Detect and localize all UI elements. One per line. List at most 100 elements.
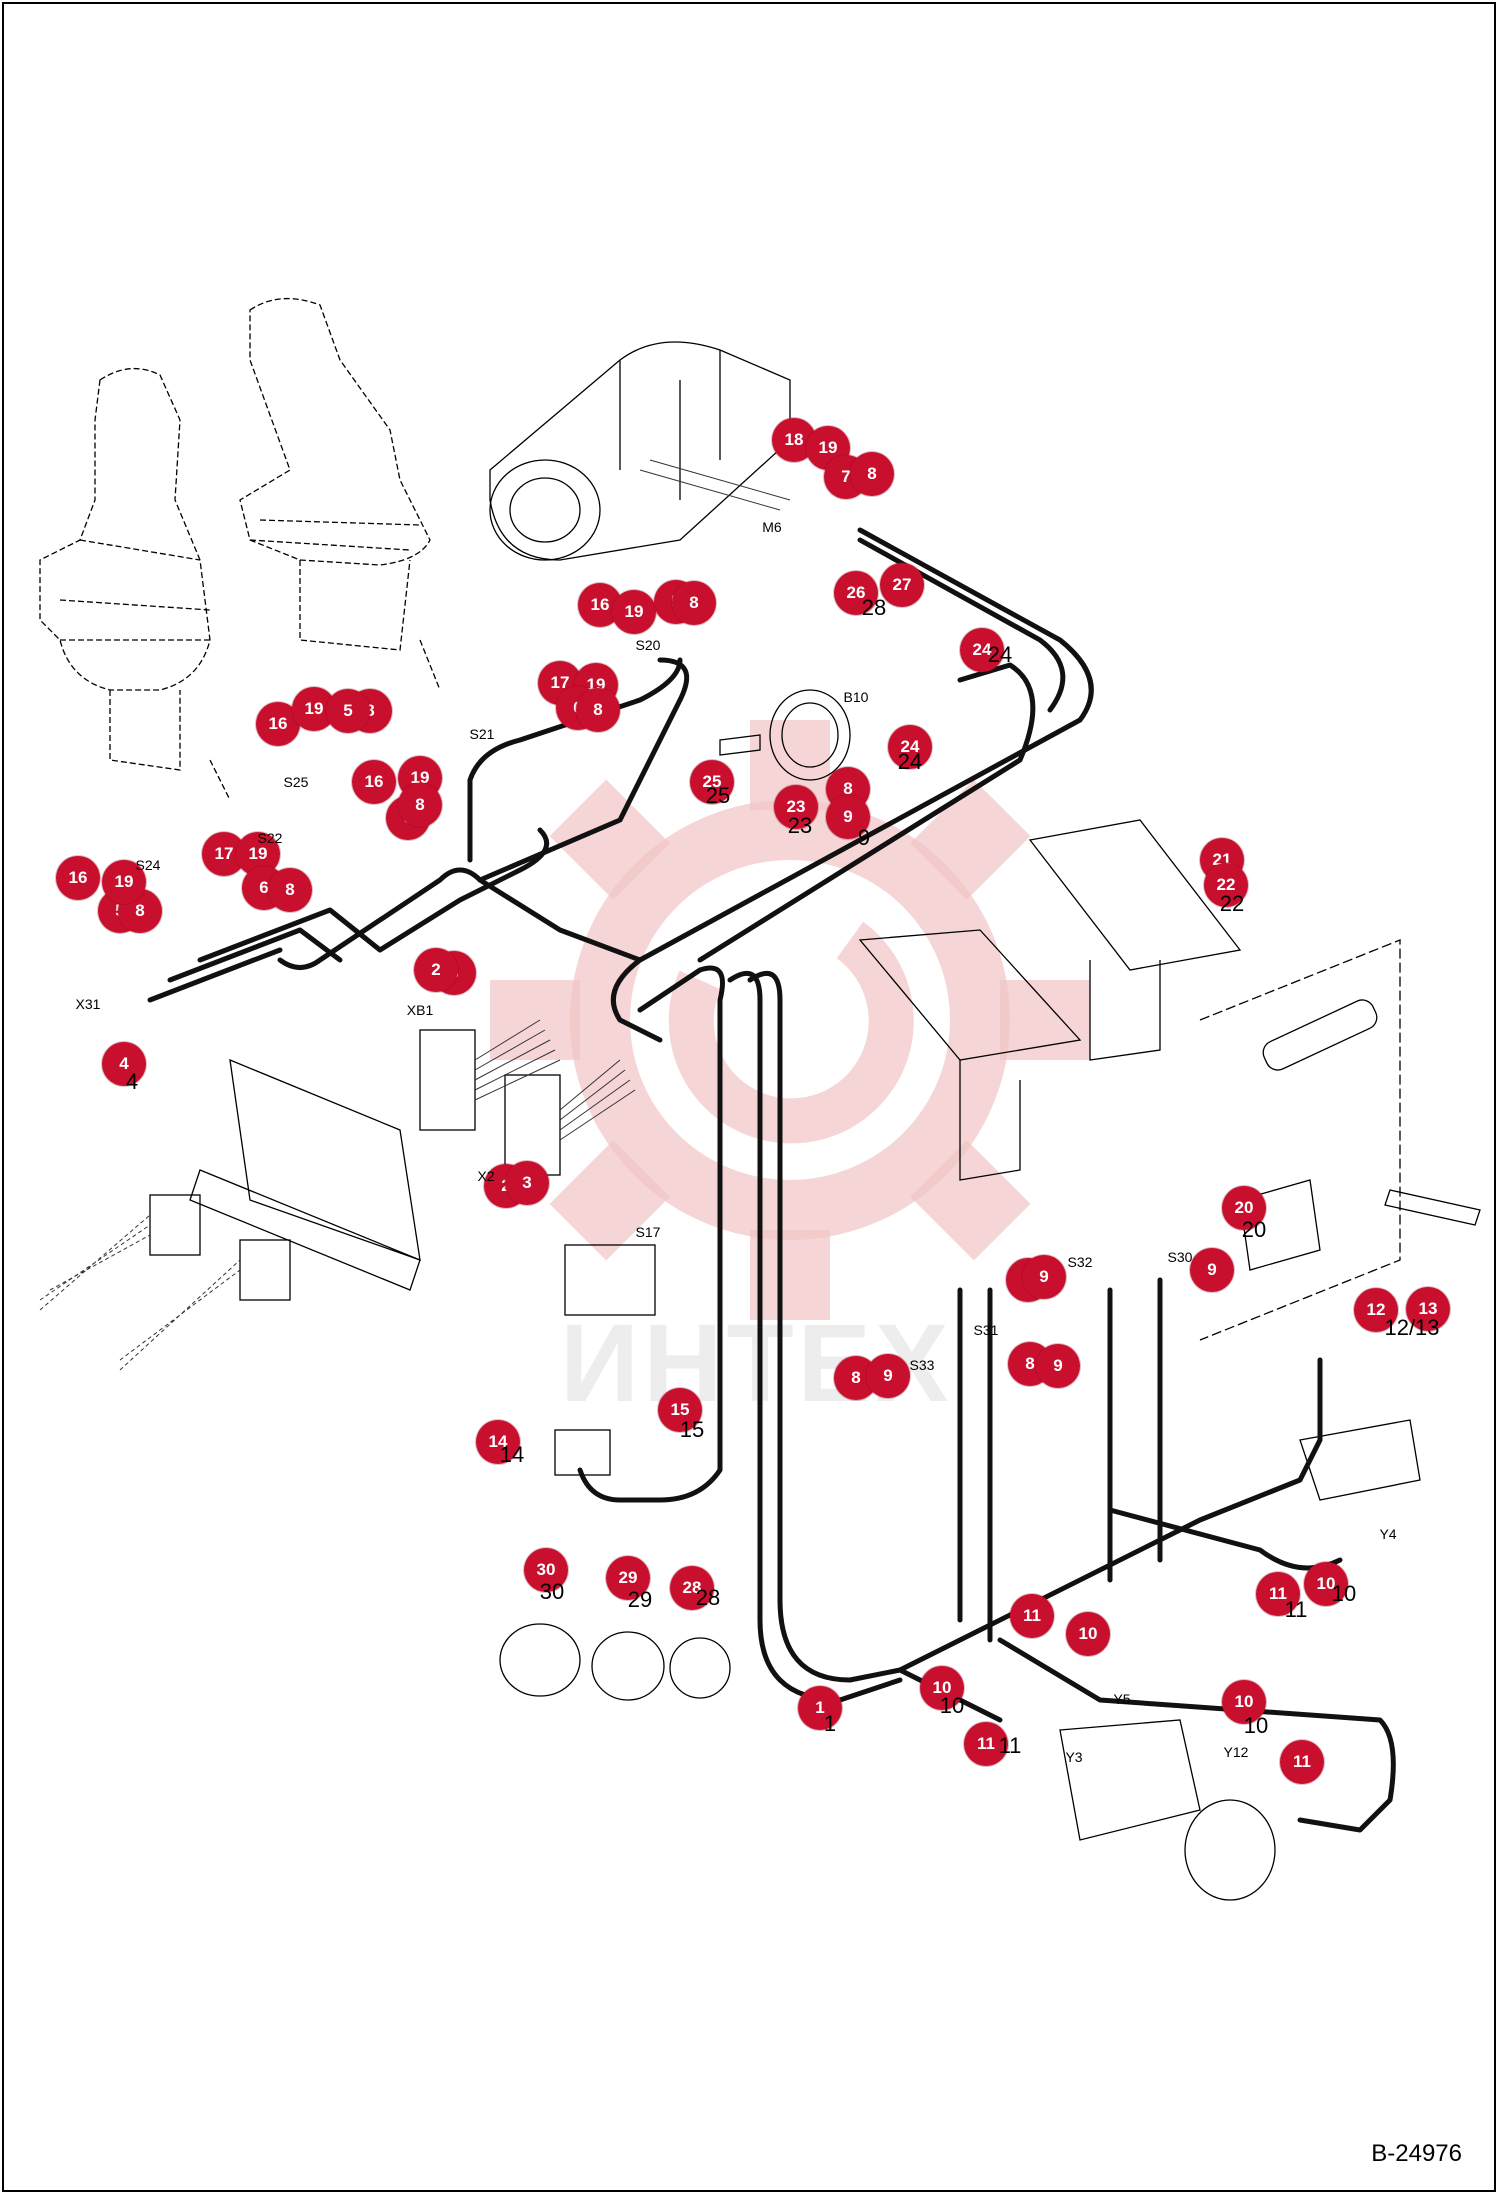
callout-badge-16[interactable]: 16 [56, 856, 100, 900]
callout-badge-3[interactable]: 3 [505, 1161, 549, 1205]
component-label-y4: Y4 [1379, 1526, 1397, 1542]
callout-badge-30[interactable]: 30 [524, 1548, 568, 1592]
callout-badge-16[interactable]: 16 [256, 702, 300, 746]
component-label-m6: M6 [762, 519, 782, 535]
callout-badge-15[interactable]: 15 [658, 1388, 702, 1432]
part-number-25: 25 [705, 783, 731, 808]
cable-tie-29 [591, 1631, 665, 1701]
callout-badge-11[interactable]: 11 [964, 1722, 1008, 1766]
callout-badge-29[interactable]: 29 [606, 1556, 650, 1600]
callout-badge-16[interactable]: 16 [352, 760, 396, 804]
callout-badge-4[interactable]: 4 [102, 1042, 146, 1086]
part-number-11: 11 [1284, 1597, 1308, 1622]
harness-main [610, 527, 1094, 1043]
component-label-s33: S33 [909, 1357, 935, 1373]
component-label-y12: Y12 [1223, 1744, 1249, 1760]
part-number-9: 9 [857, 825, 871, 850]
part-number-1: 1 [823, 1711, 837, 1736]
callout-badge-10[interactable]: 10 [1066, 1612, 1110, 1656]
component-label-x2: X2 [477, 1168, 495, 1184]
component-label-s31: S31 [973, 1322, 999, 1338]
component-label-s21: S21 [469, 726, 495, 742]
cable-tie-28 [669, 1637, 731, 1699]
callout-badge-9[interactable]: 9 [1190, 1248, 1234, 1292]
part-number-15: 15 [679, 1417, 705, 1442]
component-label-s32: S32 [1067, 1254, 1093, 1270]
component-label-xb1: XB1 [406, 1002, 434, 1018]
relay-s17 [564, 1244, 656, 1316]
component-label-s22: S22 [257, 830, 283, 846]
connector-x2 [504, 1074, 561, 1176]
callout-badge-5[interactable]: 5 [326, 689, 370, 733]
callout-badge-10[interactable]: 10 [1222, 1680, 1266, 1724]
callout-badge-11[interactable]: 11 [1280, 1740, 1324, 1784]
callout-badge-8[interactable]: 8 [576, 688, 620, 732]
callout-badge-24[interactable]: 24 [960, 628, 1004, 672]
callout-badge-12[interactable]: 12 [1354, 1288, 1398, 1332]
pedal-bracket-left [858, 929, 1082, 1061]
callout-badge-13[interactable]: 13 [1406, 1287, 1450, 1331]
part-number-12-13: 12/13 [1384, 1315, 1440, 1340]
callout-badge-26[interactable]: 26 [834, 571, 878, 615]
callout-badge-9[interactable]: 9 [1022, 1255, 1066, 1299]
document-id: B-24976 [1371, 2140, 1462, 2167]
callout-badge-14[interactable]: 14 [476, 1420, 520, 1464]
connector-xb1 [419, 1029, 476, 1131]
callout-badge-22[interactable]: 22 [1204, 863, 1248, 907]
fuse-panel [229, 1058, 421, 1261]
callout-badge-11[interactable]: 11 [1256, 1572, 1300, 1616]
part-number-10: 10 [1243, 1713, 1269, 1738]
part-number-4: 4 [125, 1069, 139, 1094]
part-number-28: 28 [861, 595, 887, 620]
part-number-20: 20 [1241, 1217, 1267, 1242]
component-label-b10: B10 [843, 689, 869, 705]
callout-badge-8[interactable]: 8 [850, 452, 894, 496]
callout-badge-24[interactable]: 24 [888, 725, 932, 769]
callout-badge-27[interactable]: 27 [880, 563, 924, 607]
callout-badge-1[interactable]: 1 [798, 1686, 842, 1730]
part-number-29: 29 [627, 1587, 653, 1612]
part-number-14: 14 [499, 1442, 525, 1467]
part-number-24: 24 [987, 642, 1013, 667]
component-label-s17: S17 [635, 1224, 661, 1240]
right-joystick [239, 297, 431, 566]
part-number-28: 28 [695, 1585, 721, 1610]
component-label-s30: S30 [1167, 1249, 1193, 1265]
valve-block [1059, 1719, 1201, 1841]
left-joystick [39, 367, 211, 691]
callout-badge-10[interactable]: 10 [1304, 1562, 1348, 1606]
callout-badge-9[interactable]: 9 [1036, 1344, 1080, 1388]
callout-badge-10[interactable]: 10 [920, 1666, 964, 1710]
callout-badge-20[interactable]: 20 [1222, 1186, 1266, 1230]
component-label-s25: S25 [283, 774, 309, 790]
part-number-10: 10 [1331, 1581, 1357, 1606]
blower-motor [489, 341, 791, 561]
component-label-y3: Y3 [1065, 1749, 1083, 1765]
callout-badge-9[interactable]: 9 [866, 1354, 910, 1398]
callout-badge-23[interactable]: 23 [774, 785, 818, 829]
callout-badge-8[interactable]: 8 [268, 868, 312, 912]
part-number-22: 22 [1219, 891, 1245, 916]
part-number-10: 10 [939, 1693, 965, 1718]
callout-badge-8[interactable]: 8 [672, 581, 716, 625]
callout-badge-9[interactable]: 9 [826, 795, 870, 839]
part-number-11: 11 [998, 1733, 1022, 1758]
callout-badge-11[interactable]: 11 [1010, 1594, 1054, 1638]
callout-badge-28[interactable]: 28 [670, 1566, 714, 1610]
part-number-23: 23 [787, 813, 813, 838]
part-number-30: 30 [539, 1579, 565, 1604]
callout-badge-19[interactable]: 19 [612, 590, 656, 634]
callout-badge-8[interactable]: 8 [398, 783, 442, 827]
callout-badge-2[interactable]: 2 [414, 948, 458, 992]
component-label-s20: S20 [635, 637, 661, 653]
callout-badge-19[interactable]: 19 [102, 860, 146, 904]
part-number-24: 24 [897, 749, 923, 774]
callout-badge-25[interactable]: 25 [690, 760, 734, 804]
component-label-y5: Y5 [1113, 1691, 1131, 1707]
pedal-bracket-right [1028, 819, 1242, 971]
horn [769, 689, 851, 781]
